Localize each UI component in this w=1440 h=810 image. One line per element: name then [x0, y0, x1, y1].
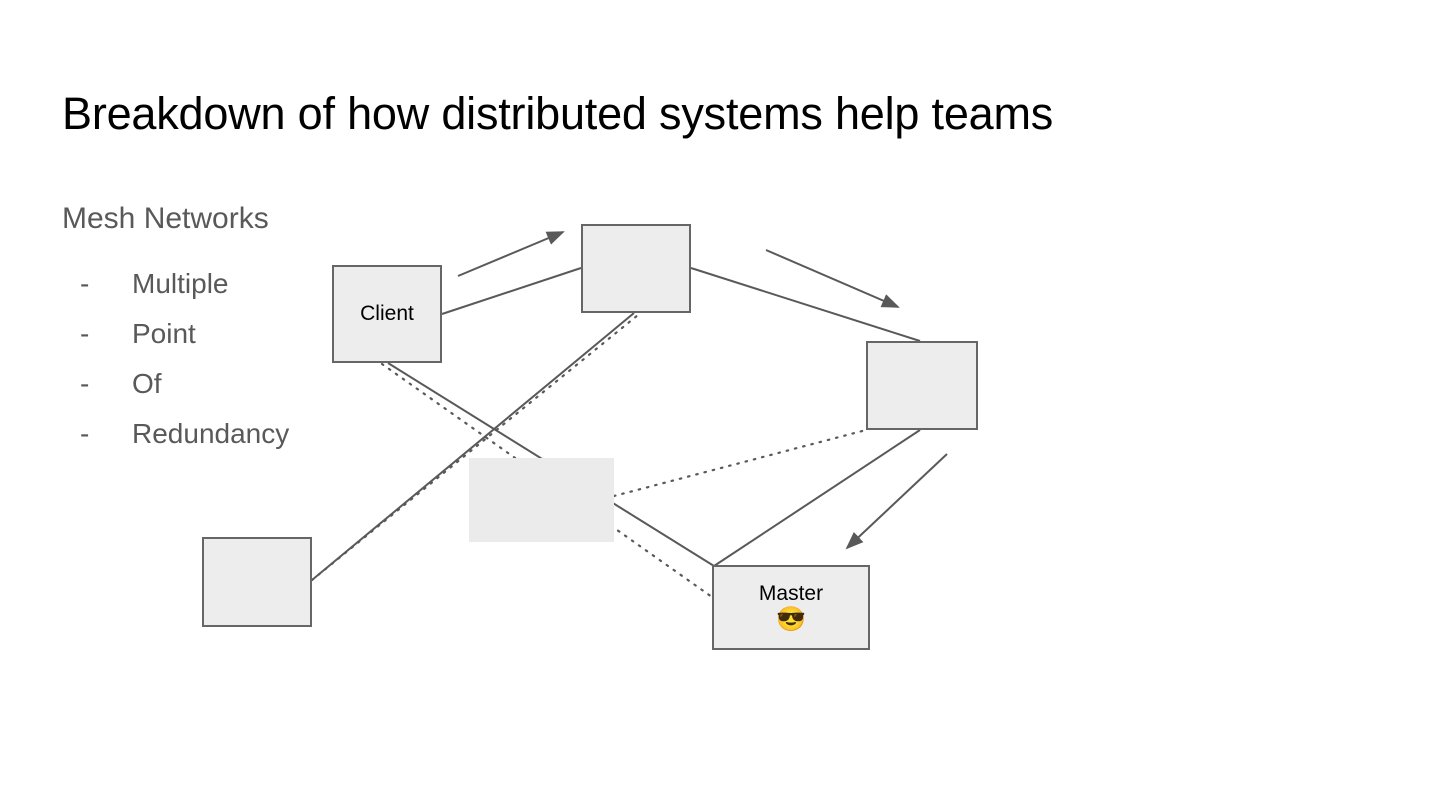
list-item: - Point: [80, 318, 410, 368]
node-label: Master: [758, 581, 824, 605]
bullet-label: Redundancy: [132, 418, 290, 449]
diagram-edge: [612, 428, 868, 498]
bullet-label: Of: [132, 368, 162, 399]
diagram-node-node-bottom-left[interactable]: [202, 537, 312, 627]
section-heading: Mesh Networks: [62, 202, 269, 235]
list-item: - Multiple: [80, 268, 410, 318]
bullet-label: Point: [132, 318, 196, 349]
bullet-marker: -: [80, 418, 90, 449]
diagram-node-node-center[interactable]: [469, 458, 614, 542]
sunglasses-face-icon: 😎: [776, 605, 806, 633]
node-label: Client: [360, 301, 414, 325]
bullet-marker: -: [80, 368, 90, 399]
list-item: - Redundancy: [80, 418, 410, 468]
diagram-edge: [441, 267, 582, 315]
diagram-edge: [380, 362, 714, 599]
diagram-edge: [457, 231, 565, 277]
page-title: Breakdown of how distributed systems hel…: [62, 88, 1054, 139]
bullet-label: Multiple: [132, 268, 229, 299]
list-item: - Of: [80, 368, 410, 418]
diagram-edge: [690, 267, 921, 342]
diagram-node-master[interactable]: Master😎: [712, 565, 870, 650]
diagram-node-node-right[interactable]: [866, 341, 978, 430]
diagram-node-client[interactable]: Client: [332, 265, 442, 363]
diagram-edge: [845, 453, 948, 550]
diagram-node-node-top[interactable]: [581, 224, 691, 313]
diagram-edge: [765, 249, 900, 308]
bullet-marker: -: [80, 268, 90, 299]
bullet-list: - Multiple - Point - Of - Redundancy: [80, 268, 410, 468]
diagram-edge: [310, 313, 640, 582]
bullet-marker: -: [80, 318, 90, 349]
diagram-edge: [713, 429, 921, 567]
